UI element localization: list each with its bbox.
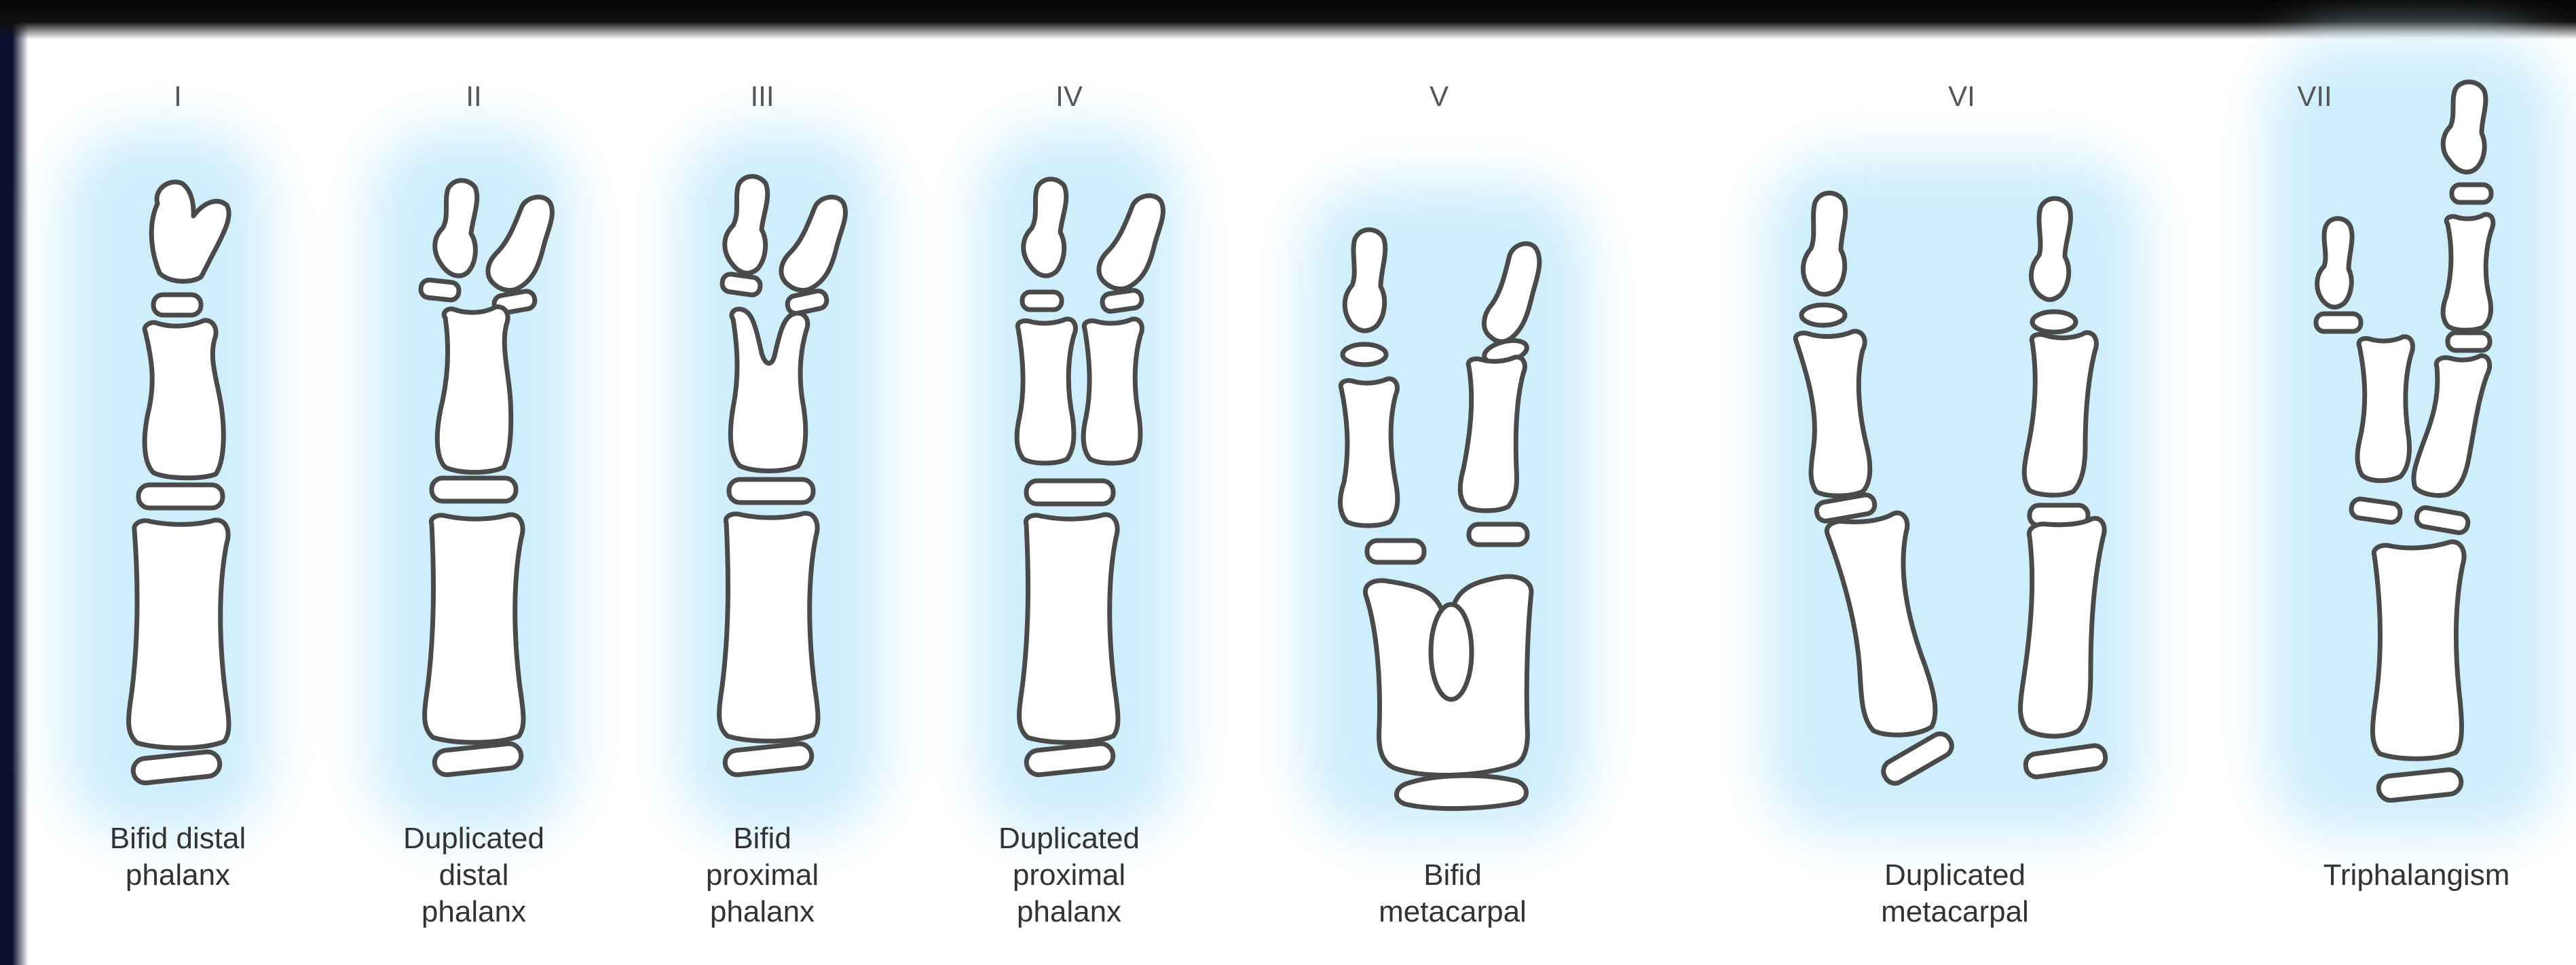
panel-7-caption: Triphalangism [2274, 857, 2559, 894]
panel-1-caption-line: phalanx [35, 857, 320, 894]
panel-3-caption-line: Bifid [620, 820, 905, 857]
panel-7-caption-line: Triphalangism [2274, 857, 2559, 894]
panel-5-bones [1340, 230, 1539, 808]
panel-2-bones [420, 181, 553, 776]
panel-4-caption-line: Duplicated [927, 820, 1212, 857]
panel-2-caption: Duplicated distal phalanx [331, 820, 616, 930]
panel-2-caption-line: Duplicated [331, 820, 616, 857]
panel-5-caption-line: Bifid [1310, 857, 1595, 894]
panel-5-caption-line: metacarpal [1310, 894, 1595, 930]
panel-4-caption: Duplicated proximal phalanx [927, 820, 1212, 930]
panel-3-caption: Bifid proximal phalanx [620, 820, 905, 930]
panel-2-caption-line: phalanx [331, 894, 616, 930]
panel-3-bones [720, 177, 846, 776]
panel-6-caption-line: metacarpal [1812, 894, 2097, 930]
panel-4-bones [1017, 179, 1163, 776]
panel-6-caption: Duplicated metacarpal [1812, 857, 2097, 930]
panel-6-bones [1795, 193, 2107, 787]
panel-6-caption-line: Duplicated [1812, 857, 2097, 894]
panel-5-caption: Bifid metacarpal [1310, 857, 1595, 930]
panel-7-bones [2316, 82, 2493, 802]
panel-3-caption-line: phalanx [620, 894, 905, 930]
panel-3-caption-line: proximal [620, 857, 905, 894]
panel-1-bones [129, 182, 229, 784]
panel-1-caption-line: Bifid distal [35, 820, 320, 857]
panel-2-caption-line: distal [331, 857, 616, 894]
panel-4-caption-line: proximal [927, 857, 1212, 894]
panel-1-caption: Bifid distal phalanx [35, 820, 320, 894]
panel-4-caption-line: phalanx [927, 894, 1212, 930]
